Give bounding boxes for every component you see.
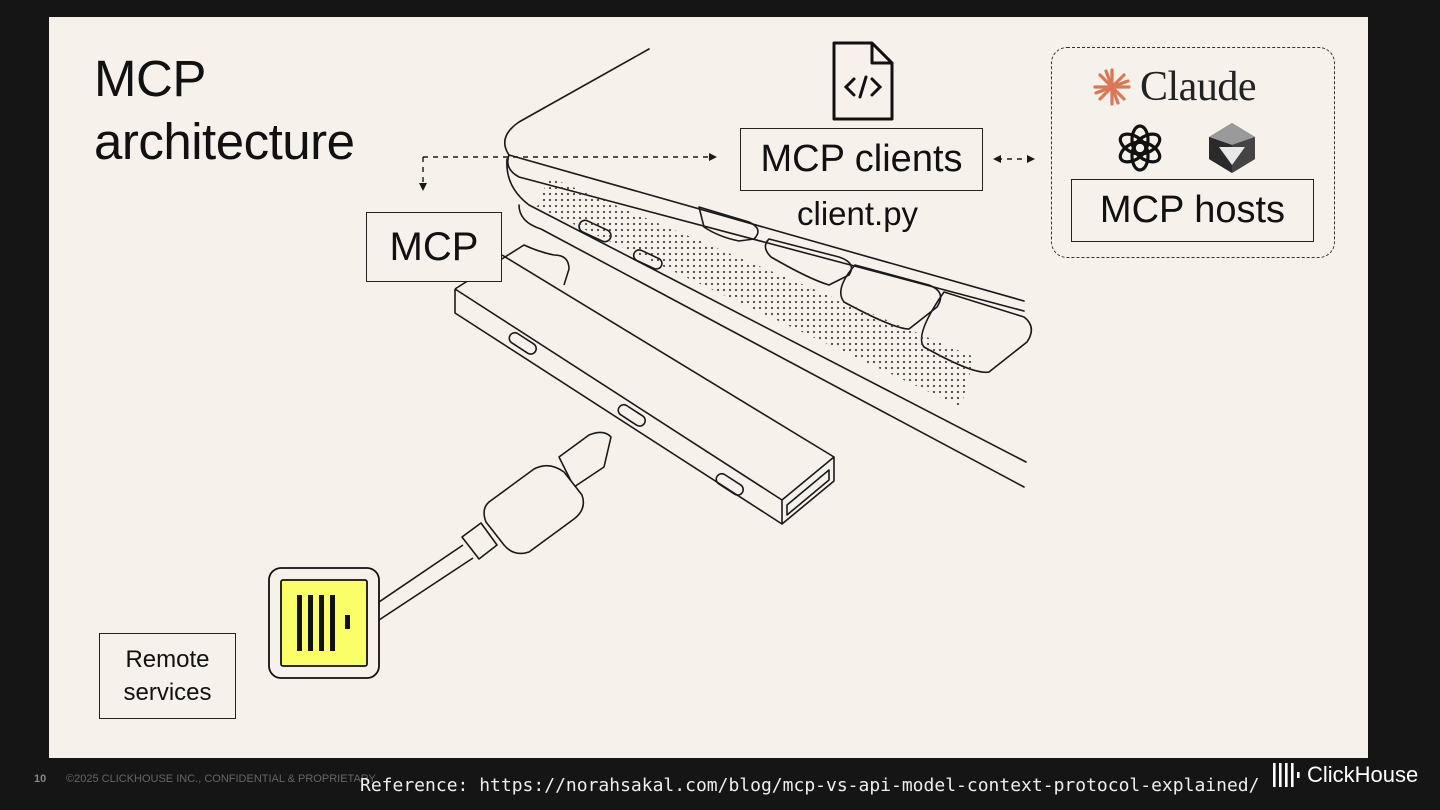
- code-file-icon: [832, 41, 894, 121]
- clickhouse-logo-icon: [268, 567, 380, 679]
- client-file-label: client.py: [797, 195, 919, 232]
- laptop-and-adapter-illustration: [378, 48, 1035, 621]
- perplexity-logo-icon: [1209, 123, 1255, 173]
- claude-logo: Claude: [1092, 63, 1256, 111]
- copyright-text: ©2025 CLICKHOUSE INC., CONFIDENTIAL & PR…: [66, 773, 376, 785]
- hosts-dashed-frame: [1051, 47, 1335, 258]
- reference-link[interactable]: Reference: https://norahsakal.com/blog/m…: [360, 775, 1260, 796]
- remote-services-box: Remote services: [99, 633, 236, 719]
- title-line-2: architecture: [94, 113, 355, 170]
- remote-line-2: services: [123, 679, 212, 706]
- mcp-clients-box: MCP clients: [740, 128, 983, 191]
- brand-logo: ClickHouse: [1273, 762, 1418, 788]
- claude-logo-icon: [1093, 68, 1131, 106]
- remote-line-1: Remote: [125, 646, 210, 673]
- clickhouse-bars-icon: [1273, 763, 1300, 787]
- mcp-hosts-box: MCP hosts: [1071, 179, 1314, 242]
- claude-wordmark: Claude: [1140, 64, 1256, 110]
- openai-logo-icon: [1118, 124, 1162, 172]
- slide: MCP architecture MCP MCP clients client.…: [49, 17, 1368, 758]
- mcp-box: MCP: [366, 212, 502, 282]
- title-line-1: MCP: [94, 50, 206, 107]
- page-title: MCP architecture: [94, 47, 355, 173]
- brand-name: ClickHouse: [1307, 762, 1419, 787]
- page-number: 10: [34, 773, 47, 785]
